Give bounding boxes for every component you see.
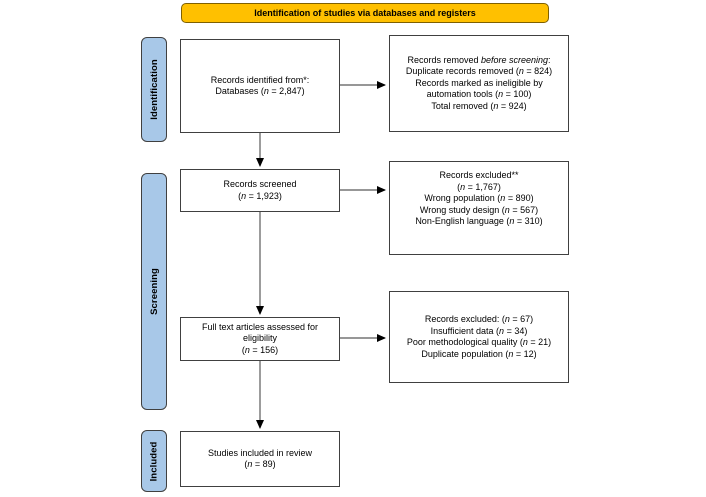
box-line: Poor methodological quality (n = 21)	[406, 337, 552, 347]
banner-databases-registers: Identification of studies via databases …	[181, 3, 549, 23]
box-line: Records screened	[223, 179, 297, 189]
box-line: Records identified from*:	[210, 74, 310, 85]
box-records-identified: Records identified from*:Databases (n = …	[180, 39, 340, 133]
box-line: (n = 156)	[241, 344, 279, 355]
box-studies-included: Studies included in review(n = 89)	[180, 431, 340, 487]
stage-tab-label: Identification	[148, 59, 160, 120]
box-line: Records excluded**	[439, 170, 519, 180]
box-line: Total removed (n = 924)	[431, 100, 527, 111]
box-line: Databases (n = 2,847)	[215, 86, 305, 96]
stage-tab-label: Screening	[148, 268, 160, 315]
box-line: eligibility	[242, 333, 277, 344]
box-line: automation tools (n = 100)	[426, 89, 532, 100]
box-records-removed-before-screening: Records removed before screening:Duplica…	[389, 35, 569, 132]
box-line: Studies included in review	[207, 447, 313, 458]
box-line: (n = 1,767)	[457, 181, 501, 192]
box-line: Insufficient data (n = 34)	[430, 325, 528, 336]
box-line: (n = 89)	[244, 459, 276, 469]
stage-tab-identification: Identification	[141, 37, 167, 142]
box-records-excluded-fulltext: Records excluded: (n = 67)Insufficient d…	[389, 291, 569, 383]
box-line: Non-English language (n = 310)	[415, 216, 543, 226]
banner-label: Identification of studies via databases …	[254, 8, 476, 18]
box-line: Duplicate records removed (n = 824)	[405, 66, 553, 77]
box-line: Duplicate population (n = 12)	[421, 348, 537, 359]
box-line: Wrong population (n = 890)	[424, 193, 534, 203]
box-line: (n = 1,923)	[238, 190, 282, 201]
box-records-screened: Records screened(n = 1,923)	[180, 169, 340, 212]
box-line: Full text articles assessed for	[201, 321, 319, 332]
box-line: Records removed before screening:	[407, 54, 551, 65]
box-line: Wrong study design (n = 567)	[419, 204, 539, 215]
box-line: Records excluded: (n = 67)	[424, 314, 534, 324]
box-records-excluded: Records excluded**(n = 1,767)Wrong popul…	[389, 161, 569, 255]
stage-tab-included: Included	[141, 430, 167, 492]
box-line: Records marked as ineligible by	[415, 77, 543, 88]
stage-tab-screening: Screening	[141, 173, 167, 410]
stage-tab-label: Included	[148, 441, 160, 481]
